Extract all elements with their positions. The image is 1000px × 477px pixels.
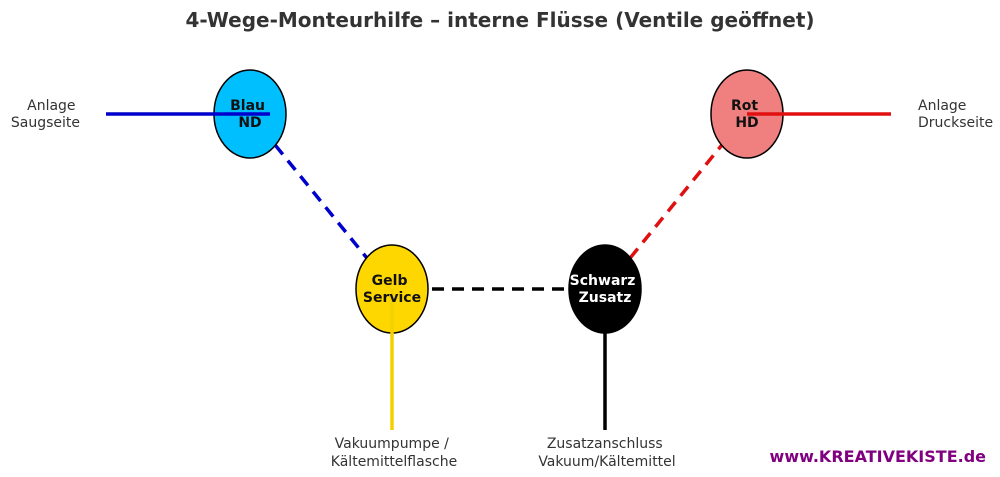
external-label-gelb: Vakuumpumpe / Kältemittelflasche (331, 436, 457, 470)
node-label-blau: Blau ND (230, 98, 270, 131)
node-label-blau-line1: Blau (230, 98, 265, 114)
node-label-rot-line2: HD (735, 115, 758, 131)
external-label-rot: Anlage Druckseite (918, 98, 993, 131)
external-label-gelb-line1: Vakuumpumpe / (335, 436, 449, 452)
external-label-blau-line2: Saugseite (11, 115, 80, 131)
external-label-rot-line1: Anlage (918, 98, 966, 114)
external-label-schwarz-line1: Zusatzanschluss (547, 436, 663, 452)
external-label-blau: Anlage Saugseite (11, 98, 80, 131)
external-label-blau-line1: Anlage (27, 98, 75, 114)
node-label-schwarz: Schwarz Zusatz (570, 273, 641, 306)
external-label-schwarz: Zusatzanschluss Vakuum/Kältemittel (538, 436, 675, 470)
external-label-gelb-line2: Kältemittelflasche (331, 454, 457, 470)
node-label-schwarz-line1: Schwarz (570, 273, 636, 289)
node-label-blau-line2: ND (238, 115, 261, 131)
watermark-url: www.KREATIVEKISTE.de (770, 447, 987, 466)
node-label-rot-line1: Rot (731, 98, 758, 114)
external-label-rot-line2: Druckseite (918, 115, 993, 131)
node-label-schwarz-line2: Zusatz (579, 290, 632, 306)
node-label-gelb: Gelb Service (363, 273, 421, 306)
node-label-gelb-line2: Service (363, 290, 421, 306)
diagram-title: 4-Wege-Monteurhilfe – interne Flüsse (Ve… (185, 8, 814, 32)
node-label-gelb-line1: Gelb (372, 273, 408, 289)
external-label-schwarz-line2: Vakuum/Kältemittel (538, 454, 675, 470)
node-label-rot: Rot HD (731, 98, 763, 131)
